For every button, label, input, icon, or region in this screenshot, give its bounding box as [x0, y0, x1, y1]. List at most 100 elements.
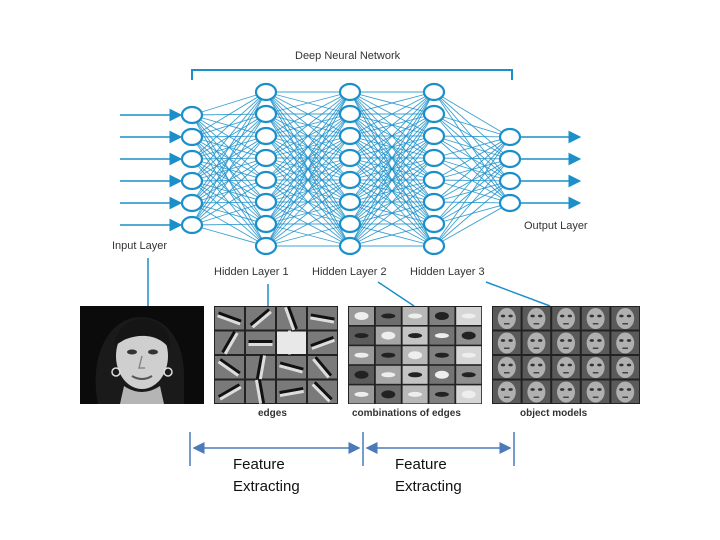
eye-nose-feature: [354, 370, 369, 379]
neuron-node: [254, 192, 278, 212]
eye-icon: [589, 339, 594, 342]
eye-nose-feature: [434, 370, 449, 379]
connection-line: [265, 91, 351, 159]
neuron-node: [498, 193, 522, 213]
face-model-icon: [497, 332, 516, 354]
face-model-icon: [527, 357, 546, 378]
object-models-caption: object models: [520, 408, 588, 419]
network-title: Deep Neural Network: [295, 50, 401, 62]
eye-icon: [567, 388, 572, 391]
connection-line: [191, 135, 267, 226]
feature-extracting-label-2: Feature Extracting: [395, 456, 462, 495]
connection-line: [433, 136, 511, 159]
edge-filter-tile: [277, 331, 306, 354]
neuron-node: [338, 236, 362, 256]
edge-stroke: [312, 356, 333, 379]
neuron-node: [254, 236, 278, 256]
mouth-icon: [533, 372, 540, 374]
edge-stroke: [217, 311, 242, 326]
connection-line: [433, 180, 511, 247]
connection-line: [265, 157, 351, 247]
mouth-icon: [533, 396, 540, 398]
eye-icon: [597, 388, 602, 391]
eye-icon: [619, 339, 624, 342]
connection-line: [265, 223, 351, 247]
eye-icon: [508, 314, 513, 318]
connection-line: [265, 91, 351, 181]
connection-line: [349, 91, 435, 137]
face-model-icon: [497, 308, 516, 329]
neuron-node: [254, 170, 278, 190]
eye-nose-feature: [434, 312, 449, 320]
eye-icon: [530, 314, 535, 318]
connection-line: [349, 113, 435, 247]
neuron-node: [422, 126, 446, 146]
edge-stroke: [248, 340, 273, 346]
mouth-icon: [504, 396, 510, 398]
mouth-icon: [592, 372, 599, 374]
eye-icon: [567, 363, 572, 367]
eye-nose-feature: [408, 372, 423, 378]
connection-line: [349, 91, 435, 115]
eye-icon: [597, 363, 602, 367]
connection-line: [265, 113, 351, 247]
eye-nose-feature: [434, 333, 449, 339]
eye-icon: [619, 363, 624, 367]
input-layer-label: Input Layer: [112, 240, 168, 252]
eye-icon: [538, 363, 543, 367]
edge-stroke: [311, 381, 333, 403]
mouth-icon: [504, 347, 510, 349]
eye-icon: [508, 339, 513, 342]
connection-line: [191, 91, 267, 116]
connection-line: [191, 201, 267, 226]
eye-icon: [589, 363, 594, 367]
face-model-icon: [586, 308, 605, 329]
eye-icon: [589, 314, 594, 318]
face-model-icon: [527, 308, 546, 329]
connection-line: [349, 91, 435, 225]
connection-line: [349, 91, 435, 181]
eye-nose-feature: [461, 390, 476, 399]
edge-stroke: [255, 354, 267, 380]
mouth-icon: [533, 347, 540, 349]
connection-line: [433, 91, 511, 138]
neuron-node: [338, 214, 362, 234]
neuron-node: [422, 192, 446, 212]
face-model-icon: [586, 381, 605, 403]
eye-icon: [626, 314, 632, 318]
neuron-node: [254, 148, 278, 168]
face-photo-icon: [80, 306, 204, 404]
neuron-node: [338, 104, 362, 124]
eye-nose-feature: [354, 391, 369, 397]
connection-line: [265, 91, 351, 203]
edge-stroke: [254, 379, 266, 404]
eye-icon: [538, 314, 543, 318]
connection-line: [191, 223, 267, 226]
eye-nose-feature: [434, 352, 449, 358]
connection-line: [349, 91, 435, 247]
face-model-icon: [616, 308, 635, 329]
object-models-image: [492, 306, 640, 404]
edge-stroke: [249, 308, 272, 329]
output-layer-label: Output Layer: [524, 220, 588, 232]
combinations-of-edges-image: [348, 306, 482, 404]
eye-icon: [597, 339, 602, 342]
connection-line: [265, 91, 351, 247]
mouth-icon: [504, 323, 510, 325]
face-model-icon: [527, 332, 546, 354]
connection-line: [191, 91, 267, 138]
face-model-icon: [557, 308, 575, 329]
connection-line: [433, 136, 511, 181]
face-model-icon: [497, 381, 516, 403]
connection-line: [433, 202, 511, 247]
mouth-icon: [563, 347, 569, 349]
connection-line: [349, 179, 435, 247]
mouth-icon: [622, 347, 628, 349]
connection-line: [349, 201, 435, 247]
edge-stroke: [284, 306, 298, 331]
eye-icon: [626, 388, 632, 391]
face-model-icon: [586, 332, 605, 354]
hidden3-connector: [485, 281, 551, 307]
neuron-node: [498, 127, 522, 147]
eye-icon: [500, 388, 506, 391]
